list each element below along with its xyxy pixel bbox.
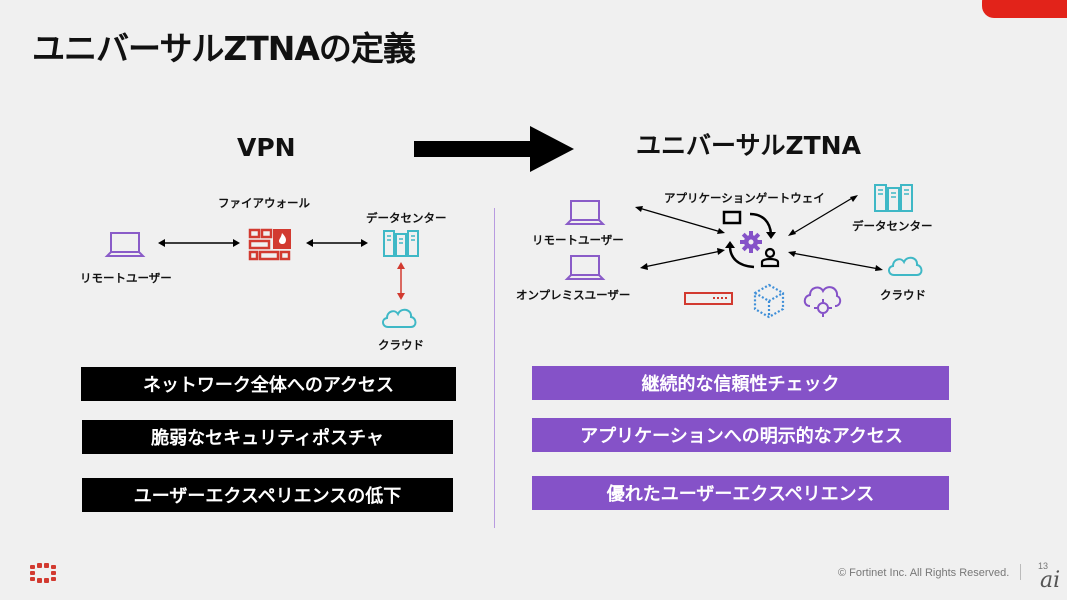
ztna-remote-laptop-icon (564, 200, 606, 225)
vpn-heading: VPN (237, 133, 296, 162)
corner-accent (982, 0, 1067, 18)
cloud-gear-icon (803, 286, 842, 317)
vpn-bar-1: ネットワーク全体へのアクセス (81, 367, 456, 401)
ztna-arrow-remote-gateway (635, 206, 725, 234)
vpn-bar-2: 脆弱なセキュリティポスチャ (82, 420, 453, 454)
vpn-cloud-icon (382, 308, 417, 328)
ztna-gateway-label: アプリケーションゲートウェイ (664, 191, 825, 205)
ztna-bar-3: 優れたユーザーエクスペリエンス (532, 476, 949, 510)
transition-arrow-icon (414, 126, 574, 172)
vpn-cloud-label: クラウド (378, 338, 424, 352)
ztna-cloud-icon (888, 256, 923, 276)
app-gateway-icon (722, 210, 780, 269)
vpn-arrow-firewall-datacenter (306, 239, 368, 247)
vpn-arrow-user-firewall (158, 239, 240, 247)
footer-divider (1020, 564, 1021, 580)
ztna-arrow-gateway-datacenter (788, 195, 858, 236)
vpn-laptop-icon (104, 232, 146, 257)
vpn-remote-user-label: リモートユーザー (80, 271, 172, 285)
ztna-heading: ユニバーサルZTNA (636, 131, 861, 160)
container-cube-icon (753, 283, 785, 319)
ztna-bar-1: 継続的な信頼性チェック (532, 366, 949, 400)
ztna-bar-2: アプリケーションへの明示的なアクセス (532, 418, 951, 452)
slide-title: ユニバーサルZTNAの定義 (32, 29, 416, 68)
ztna-onprem-user-label: オンプレミスユーザー (516, 288, 631, 302)
vpn-bar-3: ユーザーエクスペリエンスの低下 (82, 478, 453, 512)
section-divider (494, 208, 495, 528)
watermark-logo: ai (1040, 568, 1061, 593)
ztna-arrow-gateway-cloud (788, 251, 883, 271)
copyright-text: © Fortinet Inc. All Rights Reserved. (838, 567, 1010, 579)
ztna-remote-user-label: リモートユーザー (532, 233, 624, 247)
ztna-cloud-label: クラウド (880, 288, 926, 302)
ztna-datacenter-icon (874, 184, 913, 212)
network-appliance-icon (684, 292, 733, 305)
firewall-icon (248, 228, 291, 261)
vpn-datacenter-icon (383, 230, 419, 257)
page-number: 13 (1038, 561, 1049, 571)
vpn-arrow-datacenter-cloud (397, 262, 405, 300)
ztna-arrow-onprem-gateway (640, 248, 725, 270)
ztna-onprem-laptop-icon (564, 255, 606, 280)
vpn-firewall-label: ファイアウォール (218, 196, 310, 210)
vpn-datacenter-label: データセンター (366, 211, 447, 225)
fortinet-logo-icon (30, 563, 56, 583)
ztna-datacenter-label: データセンター (852, 219, 933, 233)
